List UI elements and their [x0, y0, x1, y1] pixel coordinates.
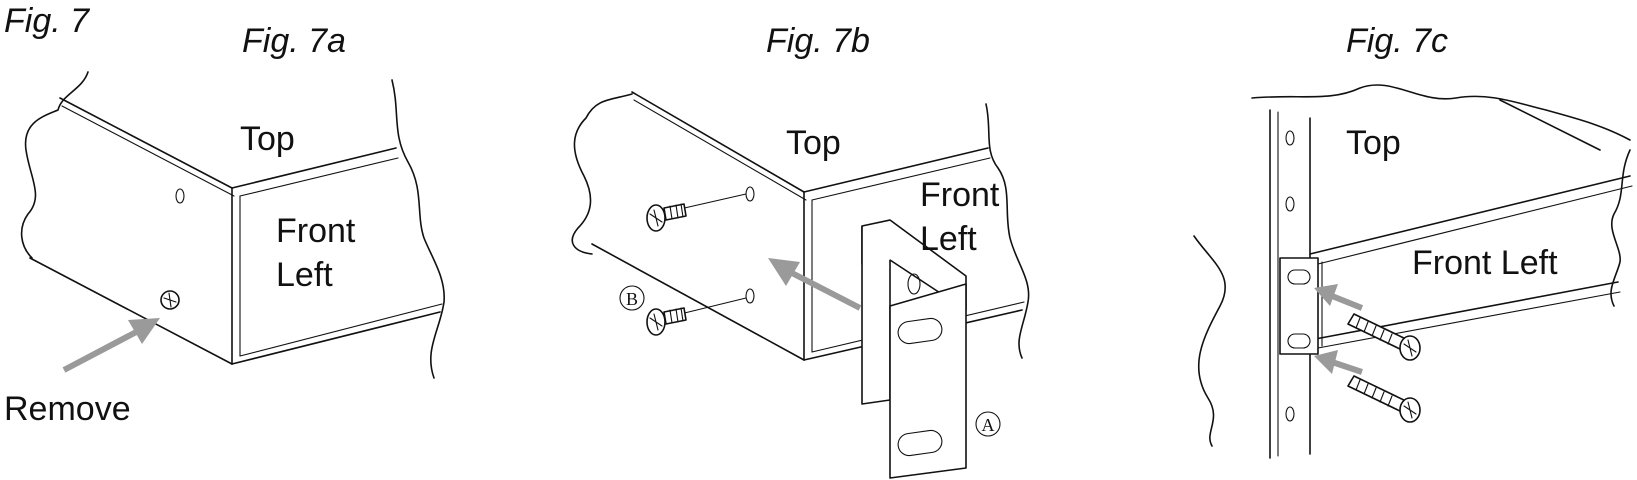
chassis-side-bottom-edge [29, 257, 233, 365]
mounted-bracket-icon [1279, 257, 1319, 355]
remove-arrow-icon [62, 318, 160, 373]
panel-7c-title: Fig. 7c [1346, 22, 1448, 60]
chassis-top-edge [631, 91, 805, 193]
attach-arrow-icon [768, 258, 862, 311]
chassis-top-edge [59, 97, 233, 189]
panel-7b-left-label: Left [920, 220, 977, 258]
panel-7a-left-label: Left [276, 256, 333, 294]
panel-fig-7c: Fig. 7c [1193, 22, 1633, 459]
rack-screw-lower-icon [1347, 375, 1421, 423]
panel-7b-front-label: Front [920, 176, 1000, 214]
screw-head-icon [160, 290, 180, 310]
chassis-side-bottom-edge [591, 243, 805, 361]
panel-7a-title: Fig. 7a [242, 22, 346, 60]
insert-arrow-lower-icon [1314, 350, 1363, 375]
screw-lower-icon [646, 297, 747, 336]
front-panel-top-inner [811, 157, 991, 201]
marker-a: A [975, 411, 1001, 437]
panel-7a-front-label: Front [276, 212, 356, 250]
break-line-right [391, 79, 445, 379]
front-panel-top-inner [1317, 185, 1633, 265]
rack-bracket-icon [861, 219, 967, 479]
break-line-left [571, 93, 633, 255]
break-line-left [20, 71, 89, 259]
panel-7c-front-left-label: Front Left [1412, 244, 1558, 282]
panel-7b-top-label: Top [786, 124, 841, 162]
screw-hole-upper [745, 186, 755, 202]
front-panel-bottom-edge [1309, 281, 1619, 341]
screw-hole-lower [745, 288, 755, 304]
figure-main-label: Fig. 7 [4, 2, 90, 40]
panel-7c-top-label: Top [1346, 124, 1401, 162]
front-panel-top-inner [239, 157, 399, 197]
svg-text:B: B [626, 289, 638, 309]
break-line-left [1193, 235, 1226, 447]
rack-screw-upper-icon [1347, 313, 1421, 361]
front-panel-top-edge [1309, 175, 1631, 255]
front-panel-top-edge [231, 147, 397, 189]
panel-7b-title: Fig. 7b [766, 22, 870, 60]
front-panel-top-edge [803, 147, 989, 193]
chassis-top-edge-inner [633, 99, 807, 201]
insert-arrow-upper-icon [1314, 284, 1364, 311]
panel-fig-7b: Fig. 7b [571, 22, 1030, 479]
panel-7a-top-label: Top [240, 120, 295, 158]
marker-b: B [619, 285, 645, 311]
front-panel-bottom-inner [1317, 291, 1621, 349]
panel-fig-7a: Fig. 7a Top Front Left Remove [4, 22, 445, 428]
remove-callout: Remove [4, 390, 131, 428]
chassis-top-edge-inner [61, 105, 235, 197]
chassis-top-edge [1499, 99, 1601, 151]
screw-upper-icon [646, 193, 747, 232]
front-panel-bottom-edge [231, 311, 441, 365]
break-line-right [985, 103, 1030, 359]
break-line-top [1251, 84, 1631, 141]
svg-text:A: A [982, 415, 995, 435]
front-panel-bottom-inner [239, 303, 443, 357]
empty-screw-hole [175, 188, 185, 204]
